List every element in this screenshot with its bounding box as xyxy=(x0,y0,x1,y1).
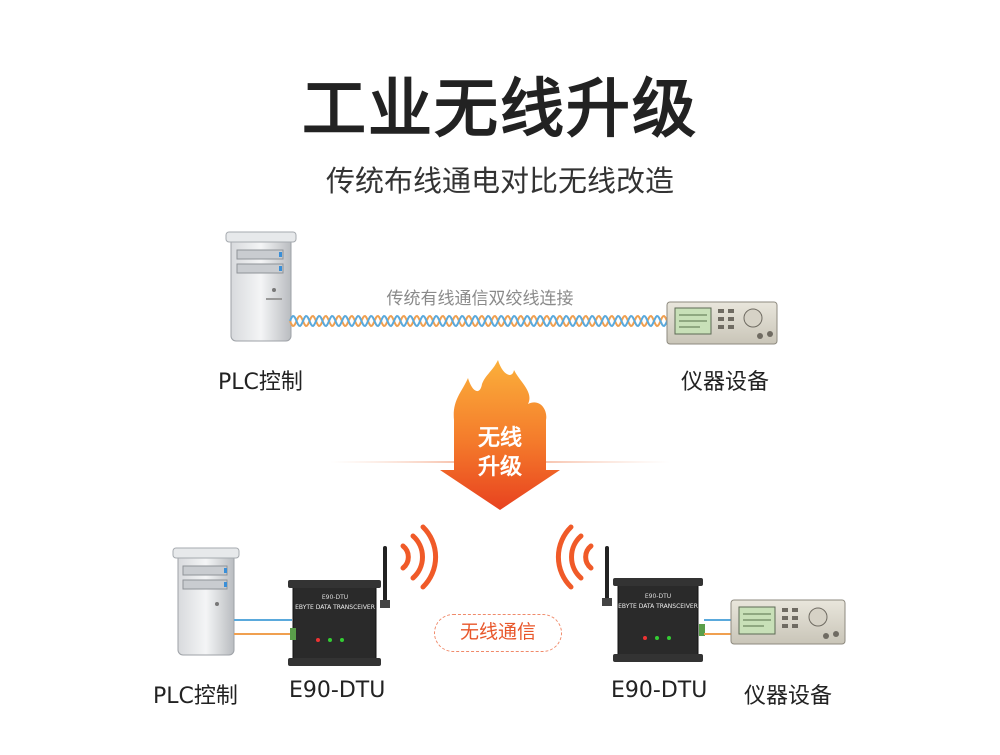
plc-label-top: PLC控制 xyxy=(218,370,303,395)
page-title: 工业无线升级 xyxy=(302,73,698,147)
dtu-instrument-cables xyxy=(704,619,732,635)
upgrade-badge-line1: 无线 xyxy=(477,426,522,451)
wireless-signal-left-icon xyxy=(400,524,439,590)
page-subtitle: 传统布线通电对比无线改造 xyxy=(325,164,674,198)
dtu-label-left: E90-DTU xyxy=(289,678,386,703)
wireless-comm-badge: 无线通信 xyxy=(434,614,562,652)
instrument-icon-bottom xyxy=(730,599,846,645)
upgrade-badge-line2: 升级 xyxy=(477,455,522,480)
instrument-icon xyxy=(666,301,778,345)
twisted-pair-cable xyxy=(289,314,669,328)
dtu-device-left-icon: E90-DTU EBYTE DATA TRANSCEIVER xyxy=(288,546,390,666)
upgrade-badge-text: 无线 升级 xyxy=(447,424,553,482)
dtu-label-right: E90-DTU xyxy=(611,678,708,703)
svg-text:E90-DTU: E90-DTU xyxy=(645,593,671,600)
wired-link-label: 传统有线通信双绞线连接 xyxy=(386,289,574,309)
plc-server-icon xyxy=(225,231,297,342)
dtu-device-right-icon: E90-DTU EBYTE DATA TRANSCEIVER xyxy=(602,546,705,662)
plc-server-icon-bottom xyxy=(172,547,240,656)
flame-arrow-icon xyxy=(440,360,560,510)
svg-text:E90-DTU: E90-DTU xyxy=(322,594,348,601)
instrument-label-bottom: 仪器设备 xyxy=(744,684,833,709)
svg-text:EBYTE DATA TRANSCEIVER: EBYTE DATA TRANSCEIVER xyxy=(295,604,375,611)
plc-dtu-cables xyxy=(234,619,292,635)
wireless-signal-right-icon xyxy=(555,524,594,590)
instrument-label-top: 仪器设备 xyxy=(681,370,770,395)
plc-label-bottom: PLC控制 xyxy=(153,684,238,709)
svg-text:EBYTE DATA TRANSCEIVER: EBYTE DATA TRANSCEIVER xyxy=(618,603,698,610)
